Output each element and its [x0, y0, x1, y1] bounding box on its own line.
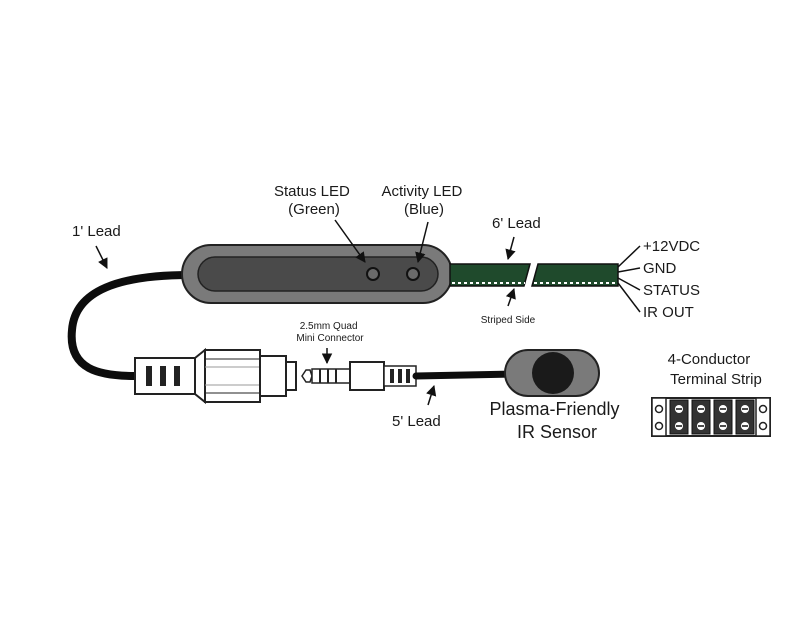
status-led — [366, 267, 380, 281]
status-led-pointer — [334, 219, 366, 263]
one-foot-lead-cable — [67, 271, 194, 380]
terminal-strip — [651, 397, 771, 437]
five-foot-lead-pointer — [426, 384, 437, 406]
ir-sensor-label: Plasma-Friendly IR Sensor — [489, 399, 624, 442]
five-foot-lead-cable — [412, 370, 519, 380]
six-foot-lead-cable — [449, 263, 619, 287]
six-foot-lead-label: 6' Lead — [492, 215, 541, 232]
terminal-strip-label: 4-Conductor Terminal Strip — [668, 351, 762, 388]
pointer-arrows — [95, 219, 516, 406]
connector-label: 2.5mm Quad Mini Connector — [296, 321, 364, 344]
activity-led-label: Activity LED (Blue) — [381, 183, 466, 218]
wire-label-ir-out: IR OUT — [643, 304, 694, 321]
activity-led-pointer — [415, 221, 429, 264]
socket-connector — [134, 347, 297, 405]
plug-connector — [301, 361, 417, 391]
six-foot-lead-pointer — [505, 236, 516, 261]
five-foot-lead-label: 5' Lead — [392, 413, 441, 430]
striped-side-label: Striped Side — [481, 315, 536, 326]
ir-sensor — [504, 349, 600, 397]
receiver-housing — [181, 244, 453, 304]
wire-labels: +12VDC GND STATUS IR OUT — [643, 238, 700, 321]
wire-label-status: STATUS — [643, 282, 700, 299]
status-led-label: Status LED (Green) — [274, 183, 354, 218]
wire-fanout — [617, 245, 641, 313]
one-foot-lead-label: 1' Lead — [72, 223, 121, 240]
striped-side-pointer — [505, 288, 516, 307]
wire-label-12vdc: +12VDC — [643, 238, 700, 255]
terminal-positions — [669, 399, 755, 435]
activity-led — [406, 267, 420, 281]
wire-label-gnd: GND — [643, 260, 677, 277]
one-foot-lead-pointer — [95, 245, 108, 269]
